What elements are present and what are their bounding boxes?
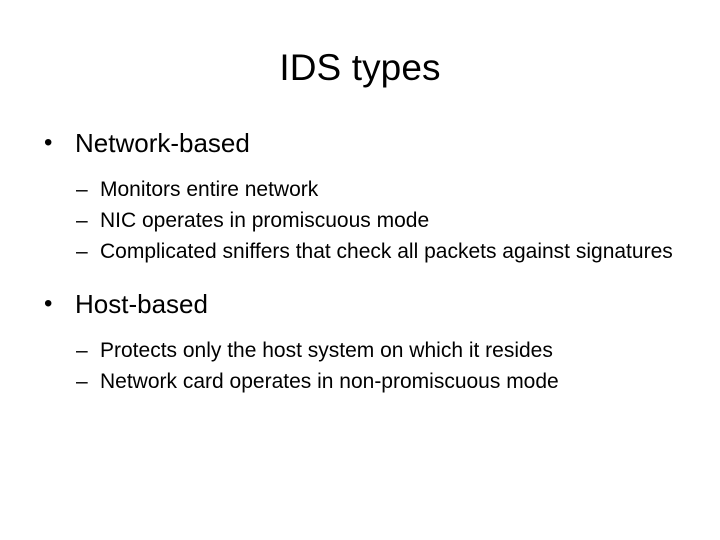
bullet-dot-icon: • <box>44 129 53 156</box>
list-item: – Protects only the host system on which… <box>0 335 720 366</box>
bullet-dot-icon: • <box>44 290 53 317</box>
bullet-dash-icon: – <box>76 209 88 232</box>
list-item-label: Protects only the host system on which i… <box>100 339 553 362</box>
spacer <box>0 267 720 287</box>
bullet-dash-icon: – <box>76 178 88 201</box>
spacer <box>0 164 720 174</box>
list-item: – Complicated sniffers that check all pa… <box>0 236 720 267</box>
bullet-dash-icon: – <box>76 370 88 393</box>
list-item-label: Host-based <box>75 289 208 319</box>
list-item: • Network-based <box>0 126 720 160</box>
bullet-dash-icon: – <box>76 339 88 362</box>
slide-content-body: • Network-based – Monitors entire networ… <box>0 126 720 397</box>
spacer <box>0 325 720 335</box>
list-item: – NIC operates in promiscuous mode <box>0 205 720 236</box>
list-item-label: Monitors entire network <box>100 178 319 201</box>
list-item-label: Complicated sniffers that check all pack… <box>100 240 673 263</box>
list-item-label: Network-based <box>75 128 250 158</box>
list-item: • Host-based <box>0 287 720 321</box>
list-item-label: Network card operates in non-promiscuous… <box>100 370 559 393</box>
list-item: – Network card operates in non-promiscuo… <box>0 366 720 397</box>
bullet-dash-icon: – <box>76 240 88 263</box>
list-item-label: NIC operates in promiscuous mode <box>100 209 430 232</box>
list-item: – Monitors entire network <box>0 174 720 205</box>
page-title: IDS types <box>279 47 441 88</box>
